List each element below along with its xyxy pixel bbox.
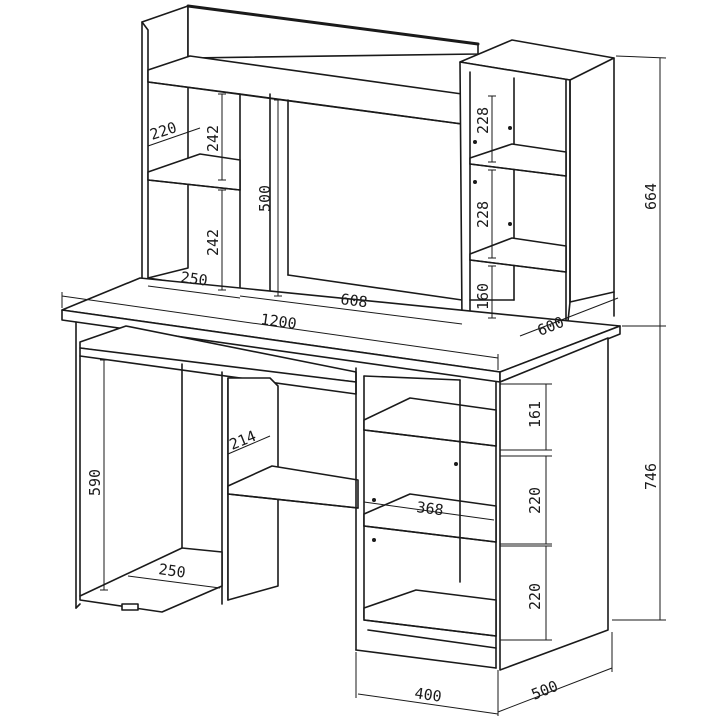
center-open-shelf [227,465,359,509]
desktop-right-edge [499,325,621,383]
shelf-pin [454,462,458,466]
desktop [61,277,621,383]
dim-pedestal-middle-compartment: 220 [526,487,544,514]
dim-hutch-total-height: 664 [642,183,660,210]
shelf-pin [372,498,376,502]
dim-hutch-center-height: 500 [256,185,274,212]
dim-right-upper-compartment: 228 [474,107,492,134]
dim-right-bottom-compartment: 160 [474,283,492,310]
shelf-pin [508,126,512,130]
shelf-pin [473,140,477,144]
dim-pedestal-width: 400 [413,684,442,706]
right-pedestal [355,337,609,671]
dim-cpu-shelf-width: 250 [157,560,186,582]
dim-cpu-bay-height: 590 [86,469,104,496]
shelf-pin [372,538,376,542]
hutch-left-panel [141,5,189,279]
dim-pedestal-shelf-width: 368 [416,498,445,519]
cpu-shelf-wheel [121,603,139,611]
shelf-pin [473,180,477,184]
pedestal-right-side [499,337,609,671]
dim-hutch-left-shelf-width: 250 [179,268,208,290]
hutch-top-back [187,5,479,59]
hutch-left-middle-shelf [147,153,241,191]
shelf-pin [508,222,512,226]
dim-desk-width: 1200 [259,310,297,333]
dim-left-upper-compartment: 242 [204,125,222,152]
dim-desk-height: 746 [642,463,660,490]
hutch-top-shelf [147,55,463,125]
dim-right-middle-compartment: 228 [474,201,492,228]
dim-left-lower-compartment: 242 [204,229,222,256]
dimension-lines [61,55,667,716]
dim-pedestal-depth: 500 [529,677,561,704]
dim-pedestal-top-compartment: 161 [526,401,544,428]
hutch [141,4,615,341]
cpu-bay-bottom-shelf [79,547,223,613]
dim-pedestal-bottom-compartment: 220 [526,583,544,610]
hutch-right-upper-shelf [469,143,567,177]
pedestal-bottom-shelf [363,589,497,637]
dim-hutch-center-width: 608 [340,290,369,311]
hutch-right-lower-shelf [469,237,567,273]
